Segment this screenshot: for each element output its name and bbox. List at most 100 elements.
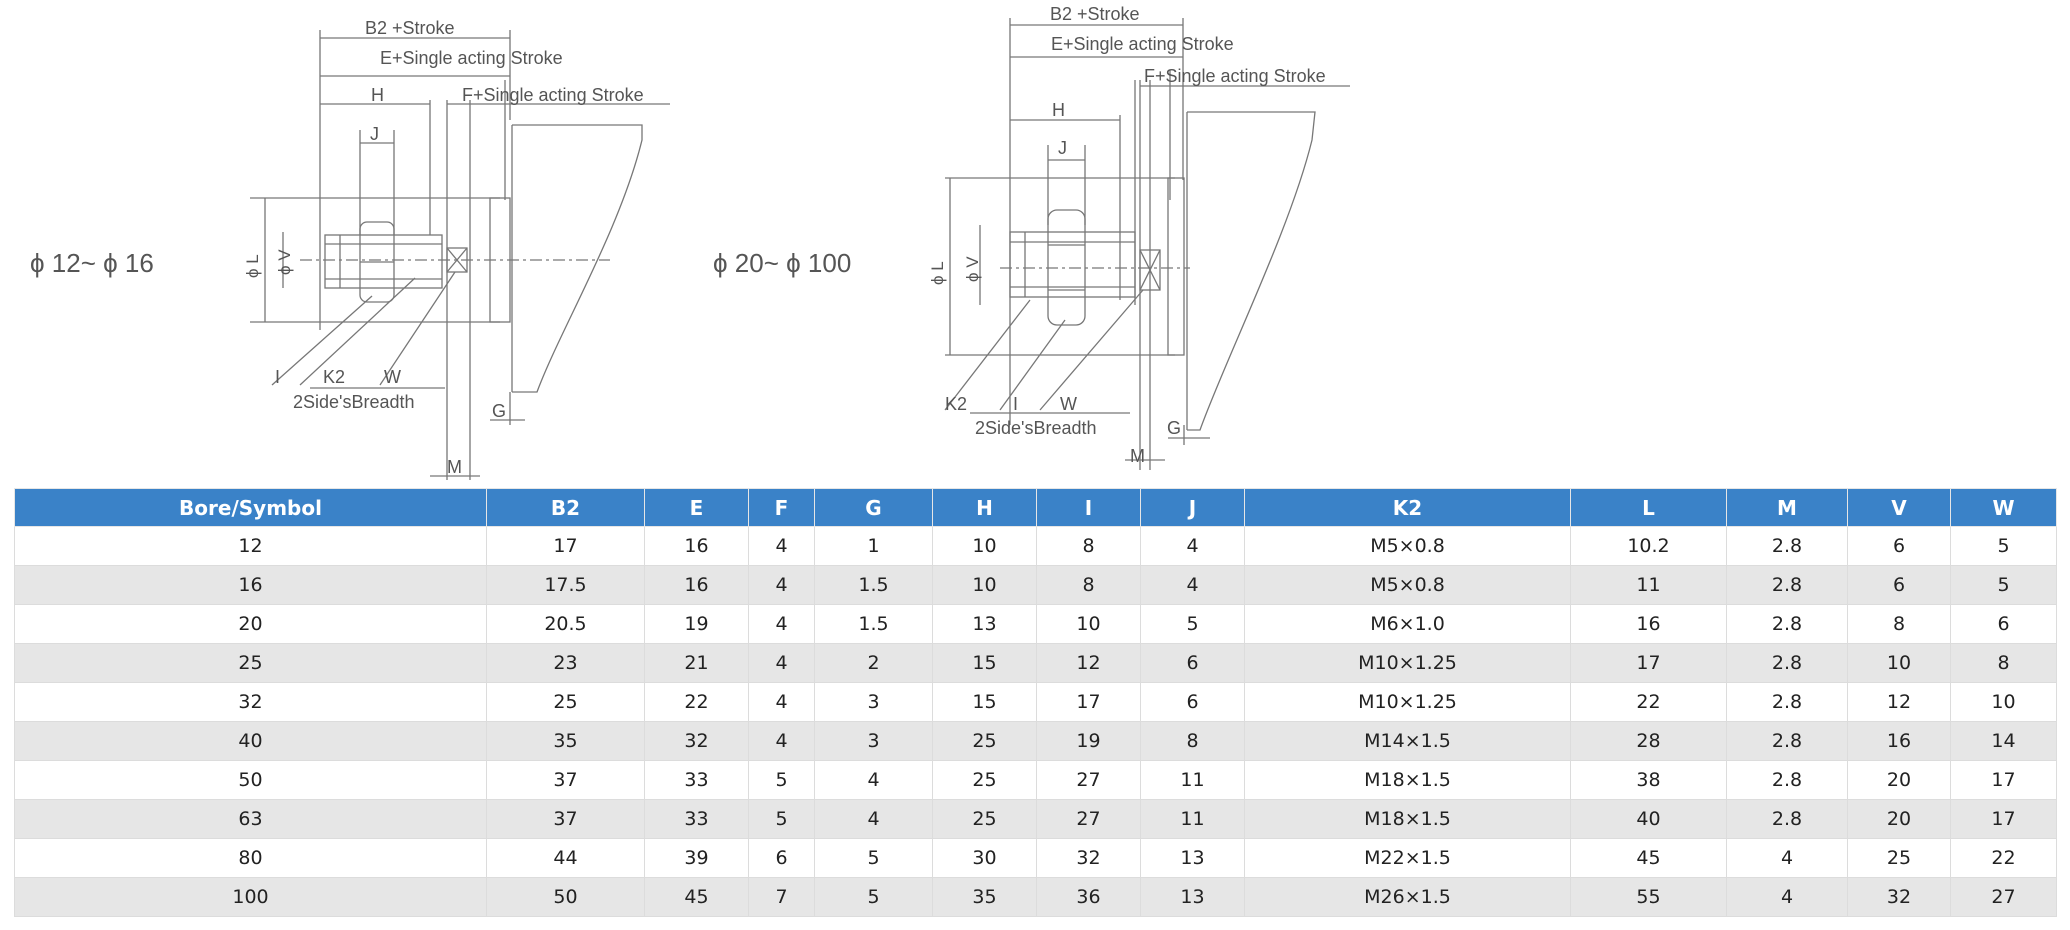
dim-g-label: G xyxy=(492,401,506,421)
table-cell: 17 xyxy=(1950,799,2057,839)
table-cell: M22×1.5 xyxy=(1244,838,1571,878)
table-cell: 27 xyxy=(1036,760,1141,800)
table-cell: 8 xyxy=(1036,565,1141,605)
table-cell: 39 xyxy=(644,838,749,878)
table-cell: 2 xyxy=(814,643,933,683)
table-cell: 5 xyxy=(748,799,815,839)
table-cell: 2.8 xyxy=(1726,565,1848,605)
breadth-label: 2Side'sBreadth xyxy=(293,392,415,412)
column-header: L xyxy=(1570,488,1727,527)
large-bore-drawing xyxy=(944,18,1350,470)
table-cell: 36 xyxy=(1036,877,1141,917)
table-cell: 5 xyxy=(814,877,933,917)
table-cell: 4 xyxy=(1140,526,1245,566)
table-cell: 6 xyxy=(1847,565,1951,605)
table-cell: M18×1.5 xyxy=(1244,799,1571,839)
table-cell: 8 xyxy=(1950,643,2057,683)
small-bore-drawing xyxy=(250,30,670,480)
table-cell: 28 xyxy=(1570,721,1727,761)
table-cell: 6 xyxy=(1140,682,1245,722)
table-cell: 37 xyxy=(486,760,645,800)
table-cell: 17.5 xyxy=(486,565,645,605)
column-header: E xyxy=(644,488,749,527)
table-cell: 22 xyxy=(1950,838,2057,878)
dim-e-label: E+Single acting Stroke xyxy=(380,48,563,68)
table-cell: 2.8 xyxy=(1726,526,1848,566)
table-cell: 4 xyxy=(748,682,815,722)
table-cell: 25 xyxy=(1847,838,1951,878)
table-cell: 40 xyxy=(1570,799,1727,839)
technical-drawing: ϕ 12~ ϕ 16 B2 +Stroke E+Single acting St… xyxy=(30,4,1350,480)
dim-k2-label: K2 xyxy=(323,367,345,387)
column-header: H xyxy=(932,488,1037,527)
table-cell: 37 xyxy=(486,799,645,839)
table-cell: M26×1.5 xyxy=(1244,877,1571,917)
dim-j-label: J xyxy=(370,124,379,144)
table-cell: 4 xyxy=(748,643,815,683)
table-cell: 4 xyxy=(814,760,933,800)
dim-f-label: F+Single acting Stroke xyxy=(462,85,644,105)
table-cell: 1 xyxy=(814,526,933,566)
table-cell: 6 xyxy=(1950,604,2057,644)
dim-b2-label: B2 +Stroke xyxy=(365,18,455,38)
table-cell: 32 xyxy=(644,721,749,761)
dim-g-label: G xyxy=(1167,418,1181,438)
table-cell: 2.8 xyxy=(1726,721,1848,761)
table-cell: 1.5 xyxy=(814,604,933,644)
table-cell: 30 xyxy=(932,838,1037,878)
table-cell: 25 xyxy=(932,760,1037,800)
column-header: F xyxy=(748,488,815,527)
table-cell: 6 xyxy=(748,838,815,878)
table-cell: 4 xyxy=(748,721,815,761)
table-cell: 20 xyxy=(1847,760,1951,800)
table-cell: M14×1.5 xyxy=(1244,721,1571,761)
table-cell: 50 xyxy=(14,760,487,800)
table-cell: 8 xyxy=(1847,604,1951,644)
table-cell: 32 xyxy=(14,682,487,722)
table-cell: 32 xyxy=(1036,838,1141,878)
table-cell: M10×1.25 xyxy=(1244,643,1571,683)
table-cell: 3 xyxy=(814,721,933,761)
table-cell: 11 xyxy=(1140,799,1245,839)
table-cell: 100 xyxy=(14,877,487,917)
dim-b2-label: B2 +Stroke xyxy=(1050,4,1140,24)
table-cell: 4 xyxy=(1140,565,1245,605)
table-cell: 45 xyxy=(1570,838,1727,878)
table-cell: 15 xyxy=(932,643,1037,683)
table-cell: M6×1.0 xyxy=(1244,604,1571,644)
table-cell: 16 xyxy=(1570,604,1727,644)
table-cell: 1.5 xyxy=(814,565,933,605)
table-cell: 23 xyxy=(486,643,645,683)
table-cell: M18×1.5 xyxy=(1244,760,1571,800)
dim-i-label: I xyxy=(275,367,280,387)
table-cell: 11 xyxy=(1140,760,1245,800)
table-cell: 20 xyxy=(14,604,487,644)
table-cell: 5 xyxy=(1140,604,1245,644)
dim-phi-l-label: ϕ L xyxy=(928,261,947,285)
table-cell: 10 xyxy=(1036,604,1141,644)
table-cell: 38 xyxy=(1570,760,1727,800)
dim-w-label: W xyxy=(384,367,401,387)
table-cell: 35 xyxy=(486,721,645,761)
table-cell: 2.8 xyxy=(1726,799,1848,839)
dim-e-label: E+Single acting Stroke xyxy=(1051,34,1234,54)
dim-m-label: M xyxy=(447,457,462,477)
table-cell: 16 xyxy=(644,526,749,566)
table-cell: 17 xyxy=(1036,682,1141,722)
table-cell: 13 xyxy=(932,604,1037,644)
table-cell: 8 xyxy=(1036,526,1141,566)
table-cell: 5 xyxy=(748,760,815,800)
table-cell: 21 xyxy=(644,643,749,683)
dim-f-label: F+Single acting Stroke xyxy=(1144,66,1326,86)
breadth-label: 2Side'sBreadth xyxy=(975,418,1097,438)
table-cell: 44 xyxy=(486,838,645,878)
